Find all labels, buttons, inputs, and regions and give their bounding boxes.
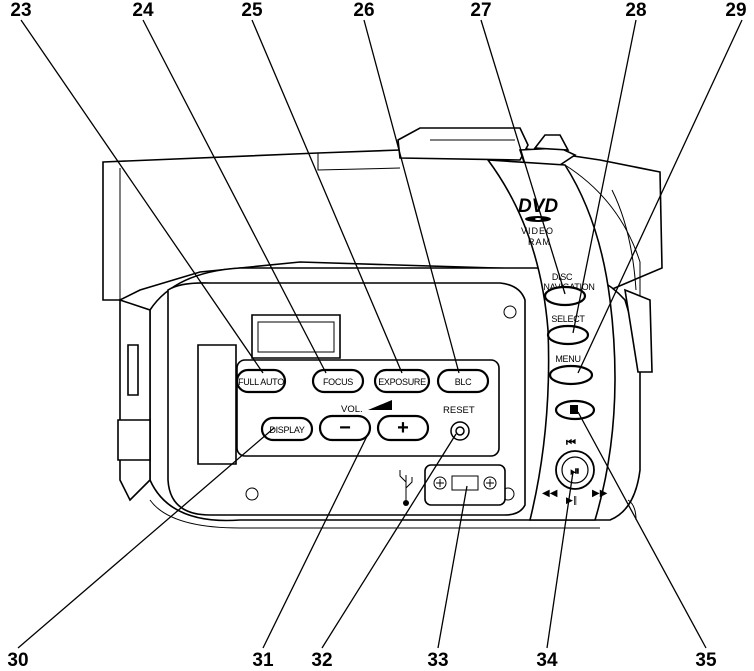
- callout-28: 28: [625, 0, 646, 21]
- blc-label: BLC: [455, 377, 472, 387]
- callout-32: 32: [311, 650, 332, 671]
- slow-icon: ▶‖: [566, 496, 577, 506]
- select-label: SELECT: [551, 314, 585, 324]
- callout-33: 33: [427, 650, 448, 671]
- reset-label: RESET: [443, 405, 475, 416]
- vol-plus-label: +: [397, 417, 409, 439]
- usb-icon: [399, 470, 413, 506]
- callout-27: 27: [470, 0, 491, 21]
- callout-26: 26: [353, 0, 374, 21]
- vol-label: VOL.: [341, 404, 363, 415]
- callout-30: 30: [7, 650, 28, 671]
- full-auto-button[interactable]: FULL AUTO: [235, 368, 287, 394]
- play-pause-icon: ⏯: [570, 464, 580, 478]
- callout-25: 25: [241, 0, 263, 21]
- usb-port[interactable]: [424, 464, 506, 506]
- callout-24: 24: [132, 0, 154, 21]
- delete-icon: [570, 405, 578, 414]
- callout-29: 29: [725, 0, 746, 21]
- display-label: DISPLAY: [269, 425, 305, 435]
- fast-forward-icon: ▶▶: [592, 488, 608, 499]
- exposure-button[interactable]: EXPOSURE: [373, 368, 431, 394]
- focus-label: FOCUS: [323, 377, 353, 387]
- volume-wedge-icon: [368, 400, 392, 410]
- menu-button[interactable]: [548, 364, 594, 386]
- blc-button[interactable]: BLC: [436, 368, 490, 394]
- full-auto-label: FULL AUTO: [238, 377, 284, 387]
- dvd-ram-text: RAM: [528, 237, 551, 247]
- exposure-label: EXPOSURE: [378, 377, 426, 387]
- callout-31: 31: [252, 650, 274, 671]
- select-button[interactable]: [546, 324, 590, 346]
- skip-back-icon: ⏮: [566, 436, 576, 449]
- rewind-icon: ◀◀: [542, 488, 558, 499]
- vol-minus-label: −: [339, 417, 351, 439]
- focus-button[interactable]: FOCUS: [311, 368, 365, 394]
- vol-minus-button[interactable]: −: [318, 414, 372, 442]
- menu-label: MENU: [555, 354, 580, 364]
- callout-23: 23: [10, 0, 31, 21]
- delete-button[interactable]: [554, 399, 596, 421]
- display-button[interactable]: DISPLAY: [260, 416, 314, 442]
- playback-joystick[interactable]: ⏮ ⏯ ◀◀ ▶▶ ▶‖: [542, 436, 608, 506]
- callout-34: 34: [536, 650, 558, 671]
- disc-navigation-label-1: DISC: [552, 272, 573, 282]
- callout-numbers: 23 24 25 26 27 28 29 30 31 32 33 34 35: [7, 0, 746, 671]
- callout-35: 35: [695, 650, 717, 671]
- disc-navigation-button[interactable]: [543, 285, 587, 307]
- dvd-video-text: VIDEO: [521, 226, 554, 236]
- leader-lines: [17, 19, 743, 649]
- vol-plus-button[interactable]: +: [376, 414, 430, 442]
